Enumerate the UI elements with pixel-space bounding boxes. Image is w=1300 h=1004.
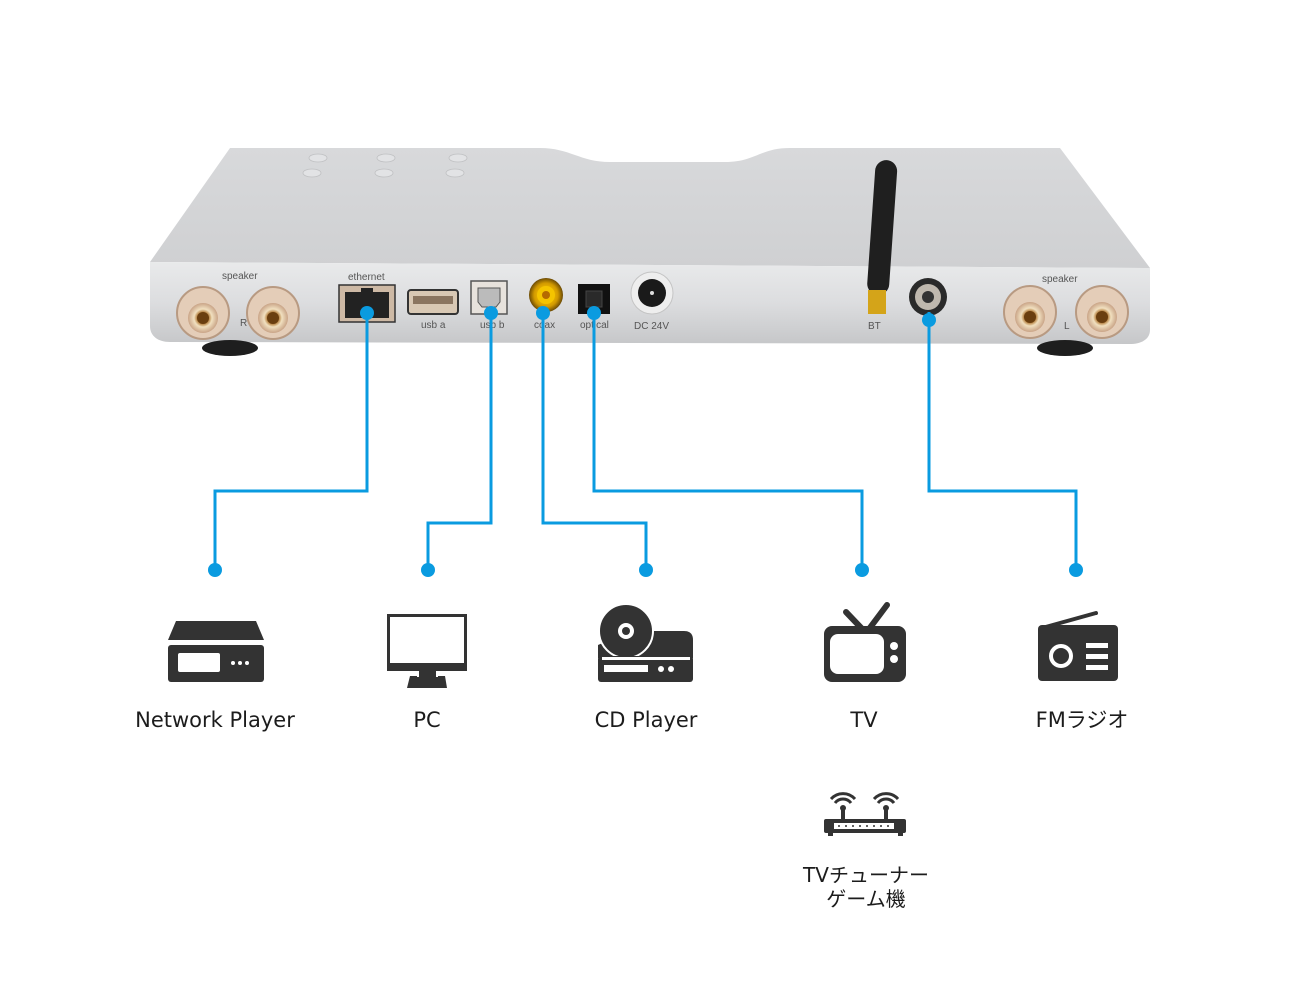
device-foot-right (1037, 340, 1093, 356)
ethernet-label: ethernet (348, 272, 385, 283)
speaker-terminal-left-1 (176, 286, 230, 340)
label-tv-tuner: TVチューナー (803, 863, 929, 887)
amplifier-device: speaker R ethernet (150, 148, 1150, 356)
end-dot-tv (855, 563, 869, 577)
speaker-right-label: speaker (1042, 274, 1078, 285)
top-buttons (302, 153, 468, 178)
dc-label: DC 24V (634, 321, 669, 332)
speaker-terminal-right-2 (1075, 285, 1129, 339)
port-dot-optical (587, 306, 601, 320)
connector-lines (213, 312, 1078, 569)
connector-coax-cd-player (541, 312, 648, 569)
device-foot-left (202, 340, 258, 356)
label-tv: TV (850, 708, 878, 732)
end-dot-pc (421, 563, 435, 577)
dc-power-port (630, 271, 674, 315)
fm-antenna-port (909, 278, 947, 316)
usb-b-port (470, 280, 508, 315)
bluetooth-antenna (867, 160, 898, 314)
port-dot-fm (922, 313, 936, 327)
label-fm-radio: FMラジオ (1035, 708, 1129, 732)
radio-icon (1038, 611, 1118, 681)
network-player-icon (168, 621, 264, 682)
usb-a-label: usb a (421, 320, 446, 331)
coax-port (529, 278, 563, 312)
usb-a-port (407, 289, 459, 315)
speaker-terminal-right-1 (1003, 285, 1057, 339)
speaker-r-mark: R (240, 318, 247, 329)
port-dot-usb-b (484, 306, 498, 320)
label-network-player: Network Player (135, 708, 295, 732)
port-dot-ethernet (360, 306, 374, 320)
connector-ethernet-network-player (213, 312, 369, 569)
end-dot-cd-player (639, 563, 653, 577)
connector-dots (208, 306, 1083, 577)
tv-icon (824, 602, 906, 682)
end-dot-fm-radio (1069, 563, 1083, 577)
port-dot-coax (536, 306, 550, 320)
connector-fm-radio (927, 312, 1078, 569)
cd-player-icon (598, 603, 693, 682)
label-game-console: ゲーム機 (826, 887, 906, 911)
device-icons (168, 602, 1118, 836)
label-cd-player: CD Player (594, 708, 698, 732)
end-dot-network-player (208, 563, 222, 577)
connector-optical-tv (592, 312, 864, 569)
connector-usb-b-pc (426, 312, 493, 569)
monitor-icon (387, 614, 467, 688)
bt-label: BT (868, 321, 881, 332)
speaker-l-mark: L (1064, 321, 1070, 332)
device-top-surface (150, 148, 1150, 268)
label-pc: PC (413, 708, 441, 732)
speaker-terminal-left-2 (246, 286, 300, 340)
router-icon (824, 792, 906, 836)
coax-label: coax (534, 320, 555, 331)
speaker-left-label: speaker (222, 271, 258, 282)
